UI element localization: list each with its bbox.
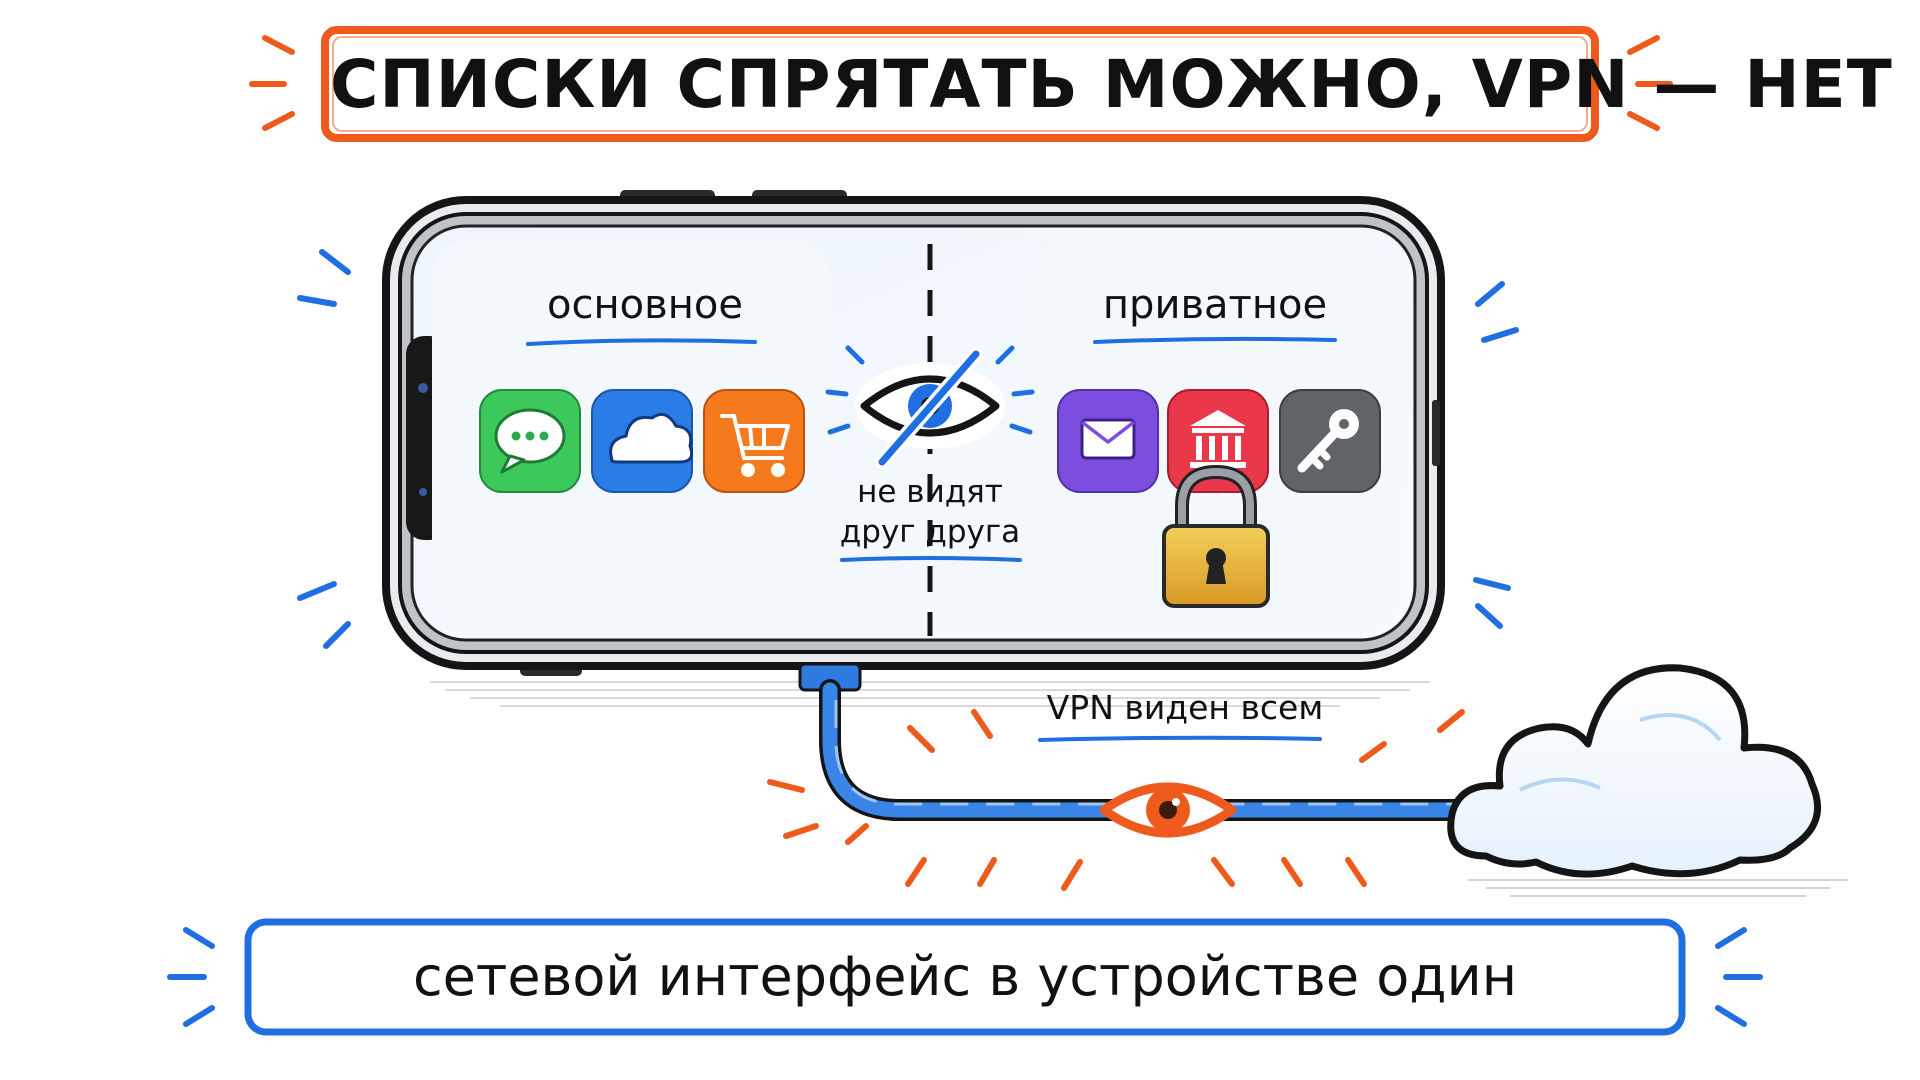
title-burst-left [249,35,295,131]
title-banner [321,26,1599,142]
main-profile-label: основное [547,282,743,328]
app-shopping [703,389,805,493]
page-title: СПИСКИ СПРЯТАТЬ МОЖНО, VPN — НЕТ [330,46,1893,123]
title-burst-right [1627,35,1673,131]
cloud-icon [609,412,694,464]
eye-icon [1099,782,1237,838]
chat-bubble-icon [494,408,566,474]
vpn-cable [798,662,1491,821]
app-mail [1057,389,1159,493]
phone-burst-right [1473,281,1519,629]
vpn-label-underline [1038,735,1322,742]
isolation-underline [840,556,1022,562]
internet-cloud-icon [1447,664,1848,897]
phone-shadow [430,681,1430,707]
app-messages [479,389,581,493]
app-bank [1167,389,1269,493]
footer-burst-left [167,927,215,1027]
padlock-icon [1162,464,1270,608]
mail-envelope-icon [1080,418,1136,460]
phone-camera [418,383,428,393]
main-label-underline [526,338,757,346]
eye-crossed-burst [825,345,1035,435]
shopping-cart-icon [720,414,790,477]
isolation-label: не видят друг друга [839,474,1021,550]
phone-side-key [1432,400,1440,466]
key-icon [1297,409,1359,473]
bank-building-icon [1190,410,1246,468]
footer-box [244,918,1686,1036]
footer-caption: сетевой интерфейс в устройстве один [412,945,1518,1008]
eye-crossed-icon [855,347,1005,469]
phone-sensor [419,488,427,496]
phone-burst-left [297,249,351,649]
vpn-visibility-label: VPN виден всем [1046,688,1324,727]
footer-burst-right [1715,927,1763,1027]
eye-burst [767,709,1465,891]
private-profile-label: приватное [1102,282,1328,328]
app-cloud-storage [591,389,694,493]
app-passwords [1279,389,1381,493]
private-label-underline [1093,336,1337,344]
